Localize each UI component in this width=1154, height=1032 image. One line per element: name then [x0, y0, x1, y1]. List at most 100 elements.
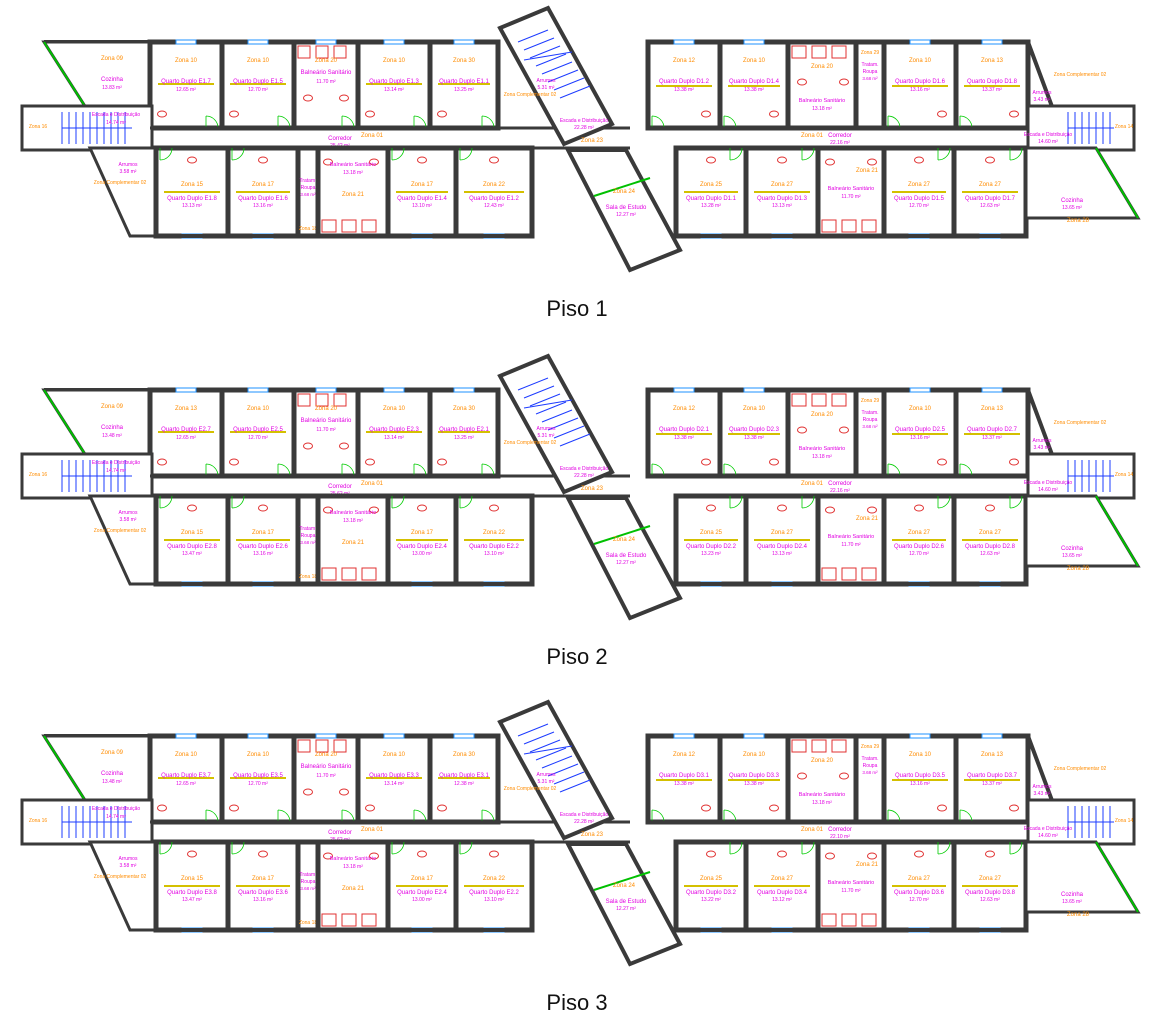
shower-icon [361, 913, 377, 927]
zone-label: Zona 27 [771, 182, 794, 188]
stair-line [523, 51, 573, 61]
room-name: Quarto Duplo D3.5 [895, 773, 946, 779]
room-area: 13.10 m² [412, 203, 432, 209]
room-name: Roupa [301, 185, 316, 191]
zone-label: Zona 28 [1067, 566, 1090, 572]
room-name: Quarto Duplo D2.7 [967, 427, 1018, 433]
room-name: Balneário Sanitário [301, 418, 352, 424]
door-swing [801, 495, 815, 509]
zone-label: Zona 27 [979, 876, 1002, 882]
door-swing [391, 147, 405, 161]
room-area: 13.38 m² [674, 435, 694, 441]
window-mark [175, 39, 197, 45]
washbasin-icon [777, 504, 787, 512]
zone-label: Zona 10 [743, 58, 766, 64]
shower-icon [315, 739, 329, 753]
room-name: Quarto Duplo D3.4 [757, 890, 808, 896]
zone-label: Zona 21 [342, 540, 365, 546]
washbasin-icon [985, 504, 995, 512]
zone-label: Zona Complementar 02 [94, 874, 147, 880]
storage-name: Arrumos [1033, 90, 1052, 96]
window-mark [175, 387, 197, 393]
room-name: Balneário Sanitário [828, 186, 874, 192]
room-box [815, 493, 887, 587]
stair-tread [553, 771, 585, 785]
room-area: 13.18 m² [812, 800, 832, 806]
room-area: 13.10 m² [484, 897, 504, 903]
study-room-box [564, 496, 683, 621]
door-swing [159, 841, 173, 855]
room-name: Quarto Duplo D1.5 [894, 196, 945, 202]
room-area: 13.18 m² [812, 106, 832, 112]
room-area: 12.65 m² [176, 781, 196, 787]
storage-area: 3.43 m² [1034, 791, 1051, 797]
zone-label: Zona 01 [801, 827, 824, 833]
room-area: 3.68 m² [862, 424, 878, 429]
room-area: 13.38 m² [674, 87, 694, 93]
stair-area: 14.74 m² [106, 468, 126, 474]
zone-label: Zona 27 [979, 182, 1002, 188]
zone-label: Zona 22 [483, 530, 506, 536]
zone-label: Zona 23 [581, 486, 604, 492]
window-mark [981, 733, 1003, 739]
washbasin-icon [365, 110, 375, 118]
stair-name: Escada e Distribuição [92, 112, 141, 118]
zone-label: Zona 21 [342, 886, 365, 892]
zone-label: Zona 21 [856, 862, 879, 868]
room-area: 13.18 m² [812, 454, 832, 460]
zone-label: Zona 10 [909, 752, 932, 758]
washbasin-icon [323, 852, 333, 860]
washbasin-icon [825, 852, 835, 860]
room-name: Tratam. [299, 526, 316, 532]
room-name: Quarto Duplo E2.5 [233, 427, 283, 433]
zone-label: Zona 10 [247, 752, 270, 758]
kitchen-glazing [1095, 495, 1139, 567]
storage-area: 3.43 m² [1034, 97, 1051, 103]
room-name: Quarto Duplo E3.1 [439, 773, 489, 779]
zone-label: Zona 28 [1067, 218, 1090, 224]
stair-area: 22.28 m² [574, 125, 594, 131]
washbasin-icon [157, 458, 167, 466]
room-name: Quarto Duplo E1.2 [469, 196, 519, 202]
study-glazing [593, 177, 651, 197]
room-area: 13.10 m² [484, 551, 504, 557]
zone-label: Zona 27 [771, 876, 794, 882]
zone-label: Zona 09 [101, 750, 124, 756]
shower-icon [333, 45, 347, 59]
washbasin-icon [187, 850, 197, 858]
room-name: Balneário Sanitário [828, 534, 874, 540]
stair-tread [547, 417, 579, 431]
room-area: 13.37 m² [982, 87, 1002, 93]
zone-label: Zona 10 [383, 58, 406, 64]
room-name: Quarto Duplo D3.8 [965, 890, 1016, 896]
zone-label: Zona 30 [453, 752, 476, 758]
center-stair-box [497, 5, 615, 147]
room-name: Quarto Duplo D3.7 [967, 773, 1018, 779]
kitchen-right [1024, 840, 1141, 914]
corridor-name: Corredor [828, 133, 852, 139]
washbasin-icon [489, 850, 499, 858]
room-name: Quarto Duplo D1.8 [967, 79, 1018, 85]
shower-icon [341, 913, 357, 927]
zone-label: Zona Complementar 02 [94, 528, 147, 534]
kitchen-right [1024, 146, 1141, 220]
washbasin-icon [867, 158, 877, 166]
floor-caption-2: Piso 2 [546, 644, 608, 669]
stair-tread [535, 53, 567, 67]
zone-label: Zona 16 [29, 124, 48, 130]
shower-icon [831, 45, 847, 59]
zone-label: Zona 27 [979, 530, 1002, 536]
center-stair-box [497, 699, 615, 841]
zone-label: Zona 17 [411, 530, 434, 536]
washbasin-icon [839, 78, 849, 86]
shower-icon [321, 567, 337, 581]
room-area: 13.12 m² [772, 897, 792, 903]
storage-name: Arrumos [537, 426, 556, 432]
zone-label: Zona Complementar 02 [1054, 766, 1107, 772]
kitchen-glazing [43, 41, 91, 115]
window-mark [453, 387, 475, 393]
room-area: 13.14 m² [384, 87, 404, 93]
room-name: Tratam. [861, 756, 878, 762]
